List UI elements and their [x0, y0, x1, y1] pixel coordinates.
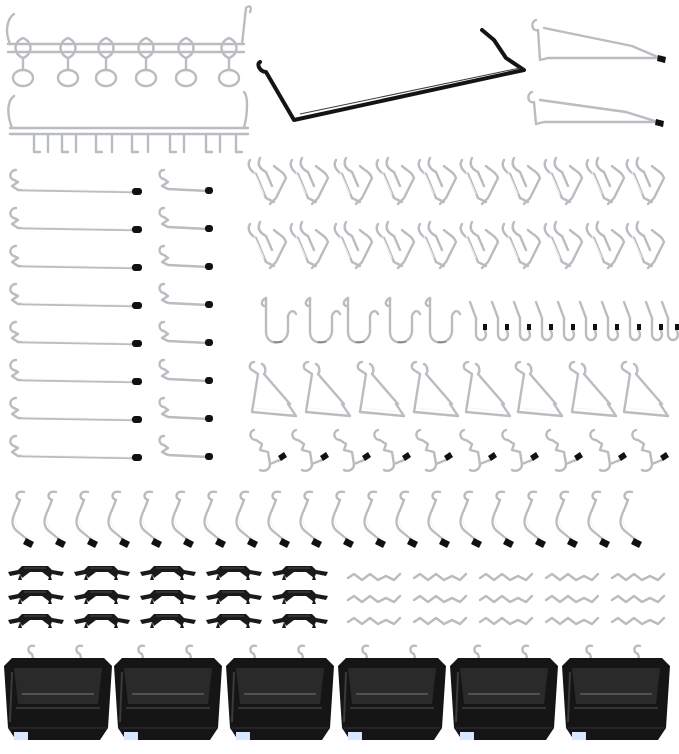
angle-bracket-hooks — [248, 360, 670, 418]
shelf-bracket — [531, 18, 666, 64]
black-bar-hanger — [256, 28, 526, 122]
shelf-bracket — [527, 90, 664, 128]
offset-hooks — [11, 490, 644, 550]
short-curved-hooks — [249, 428, 671, 472]
small-j-hooks — [468, 300, 679, 342]
metal-lock-clips — [346, 572, 666, 626]
multi-hook-rack — [7, 90, 250, 154]
l-hooks — [247, 156, 666, 270]
short-l-hooks — [158, 168, 215, 462]
screwdriver-rack — [5, 5, 252, 88]
storage-bins — [2, 644, 672, 742]
j-hooks — [260, 296, 462, 344]
long-straight-hooks — [9, 168, 144, 463]
black-lock-clips — [7, 565, 329, 629]
